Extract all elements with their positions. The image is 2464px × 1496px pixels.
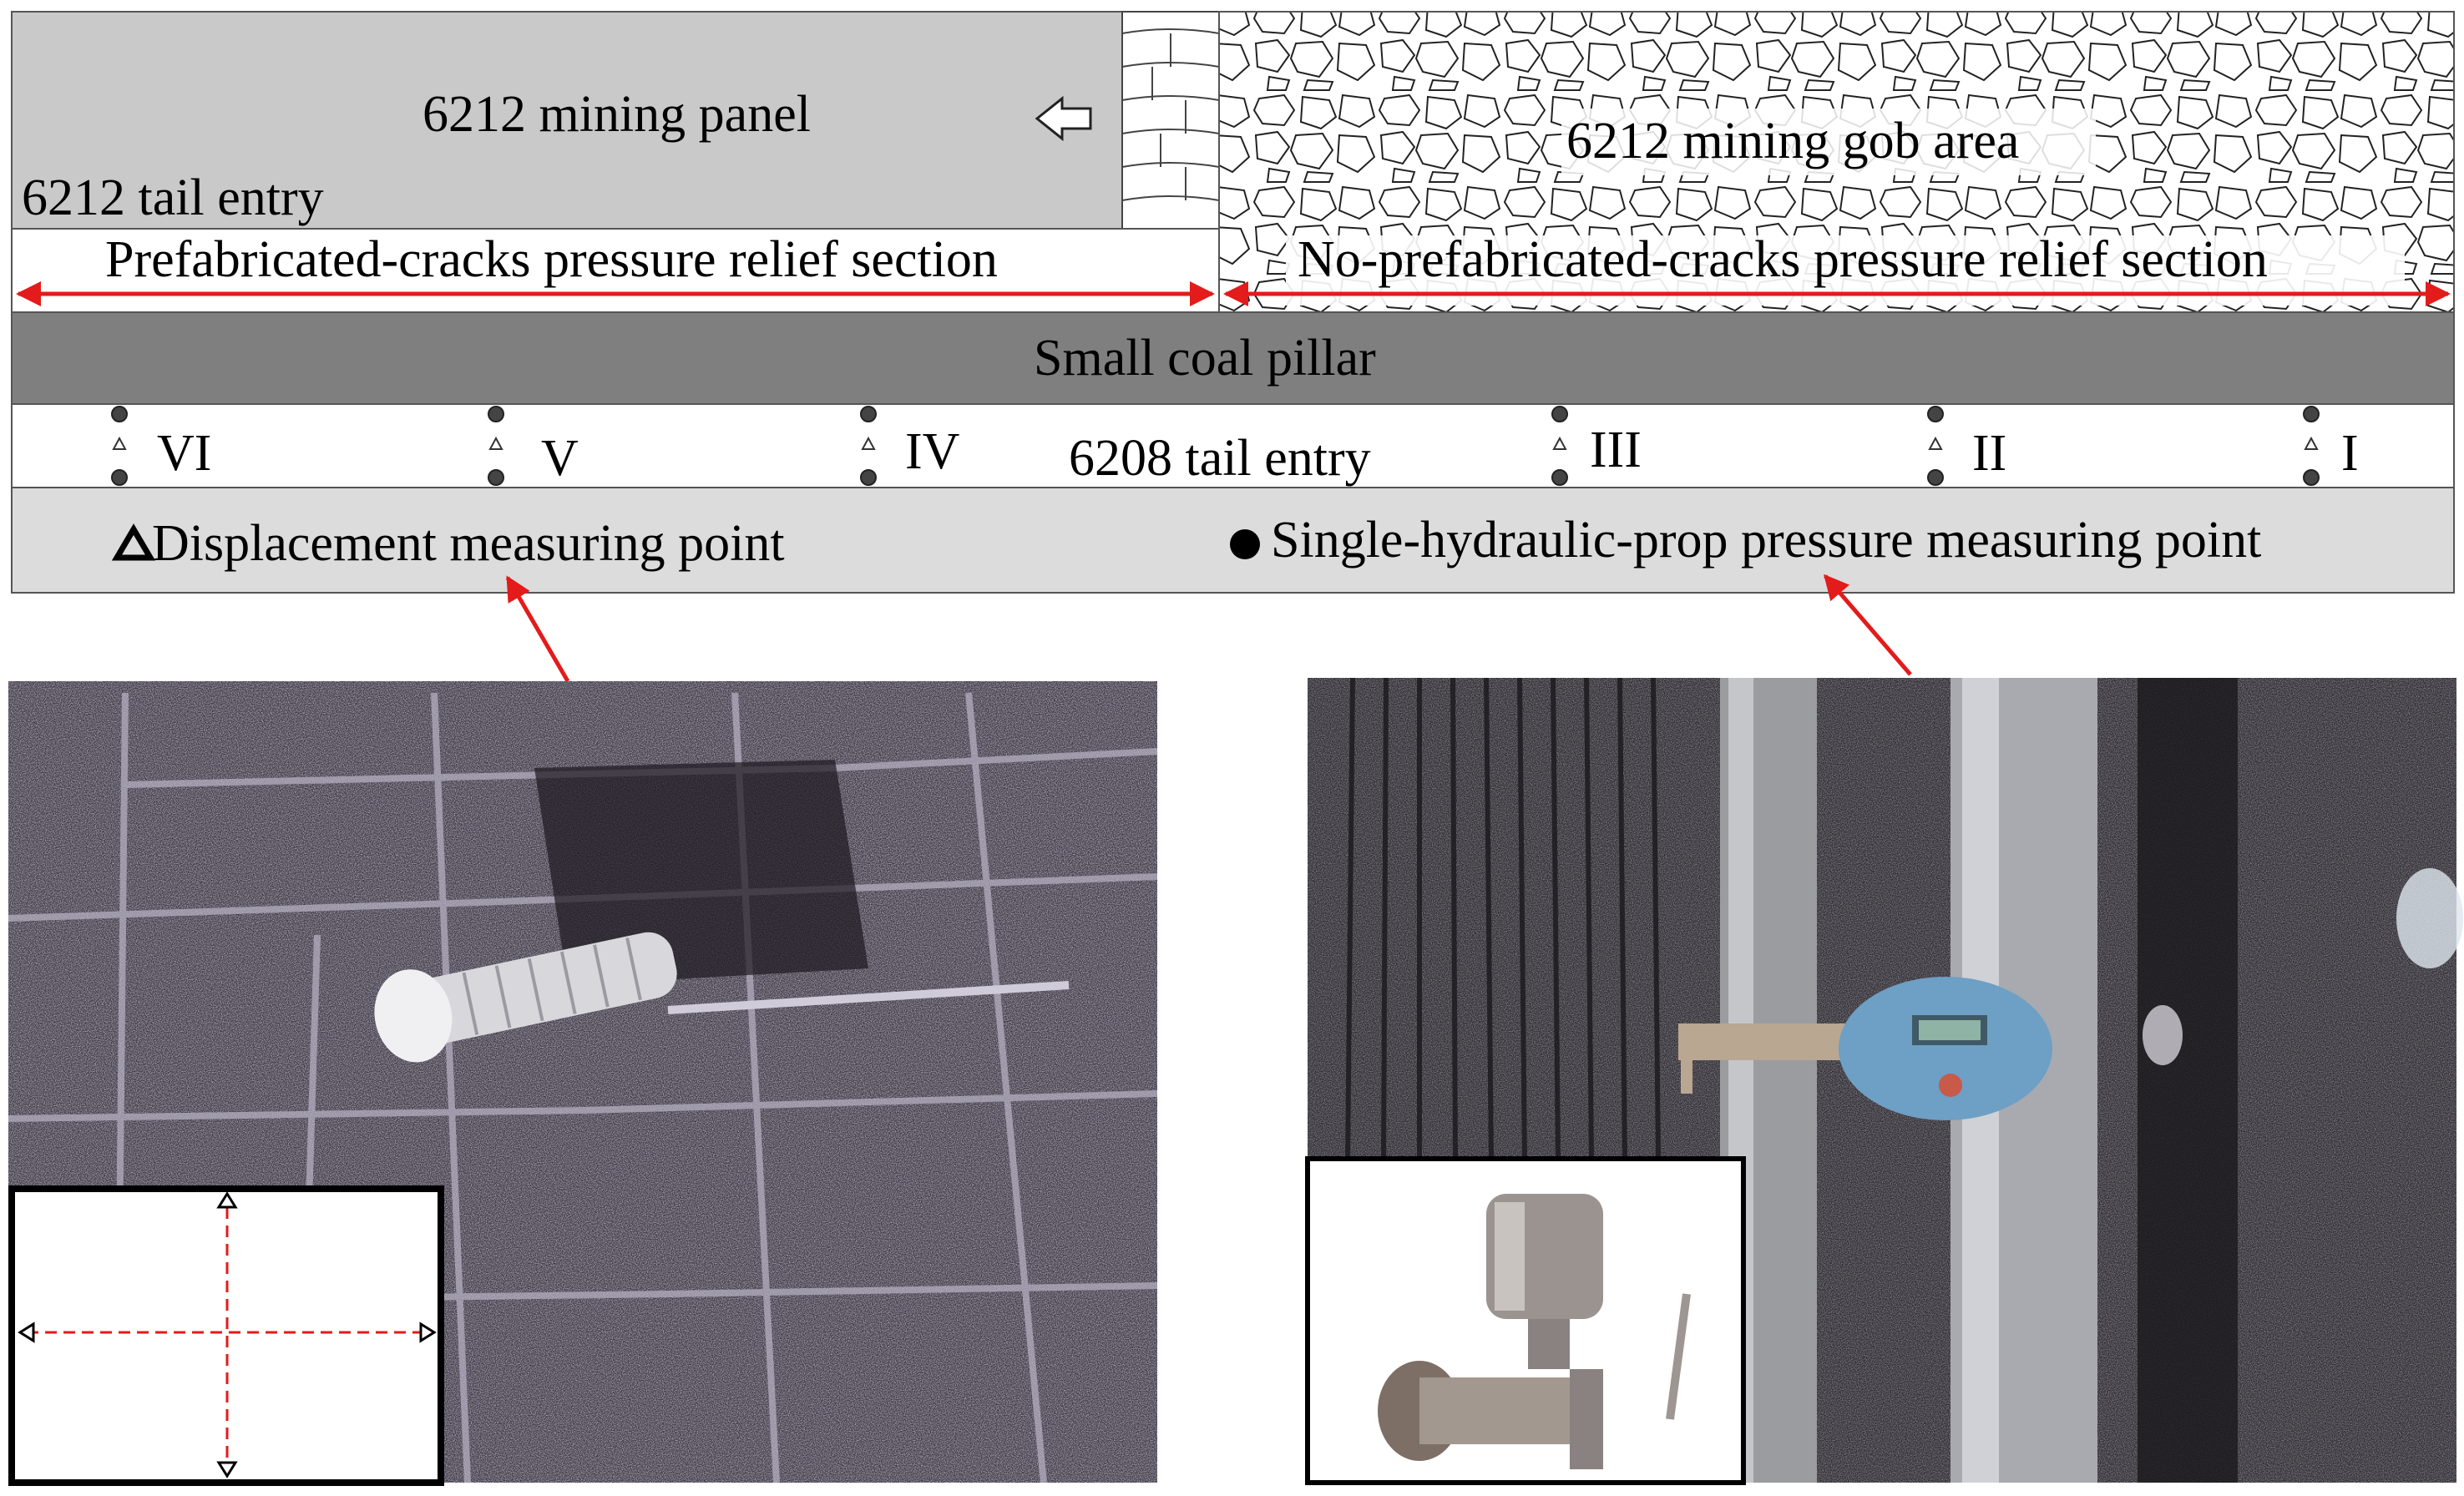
anchor-bolt (374, 932, 677, 1063)
displacement-point-marker (1928, 436, 1943, 450)
pressure-point-marker (488, 469, 504, 486)
tail-entry-6212-label: 6212 tail entry (22, 169, 324, 226)
pressure-inset-photo (1305, 1156, 1746, 1485)
displacement-inset-diagram (8, 1185, 444, 1486)
displacement-point-marker (112, 436, 127, 450)
displacement-point-marker (1552, 436, 1567, 450)
station-label: I (2341, 425, 2359, 482)
pressure-point-marker (1927, 406, 1944, 422)
station-label: VI (157, 425, 212, 482)
gob-area-label: 6212 mining gob area (1566, 113, 2020, 169)
pressure-legend-icon (1230, 529, 1260, 559)
pressure-point-marker (1927, 469, 1944, 486)
prefabricated-section-label: Prefabricated-cracks pressure relief sec… (105, 231, 998, 288)
pressure-point-marker (111, 469, 128, 486)
pressure-point-marker (111, 406, 128, 422)
displacement-point-marker (488, 436, 503, 450)
pressure-point-marker (2303, 469, 2320, 486)
small-coal-pillar-label: Small coal pillar (1034, 330, 1376, 387)
small-coal-pillar (11, 311, 2455, 405)
mining-panel-label: 6212 mining panel (422, 86, 811, 143)
no-prefabricated-section-label: No-prefabricated-cracks pressure relief … (1298, 231, 2268, 288)
mining-panel-area (11, 11, 1123, 230)
tail-entry-6208-label: 6208 tail entry (1069, 430, 1371, 487)
tail-entry-6208 (11, 403, 2455, 488)
pressure-pointer-arrow (1824, 574, 1912, 676)
pressure-point-marker (860, 469, 877, 486)
displacement-point-marker (2304, 436, 2319, 450)
pressure-gauge (1678, 977, 2052, 1120)
station-label: II (1972, 425, 2007, 482)
displacement-photo (8, 681, 1158, 1486)
station-label: IV (905, 423, 960, 480)
measuring-stations (111, 406, 2320, 486)
pressure-point-marker (1551, 406, 1568, 422)
displacement-legend-icon (111, 523, 156, 561)
advance-direction-arrow (1035, 95, 1092, 142)
station-label: V (541, 430, 579, 487)
pressure-point-marker (488, 406, 504, 422)
displacement-pointer-arrow (505, 575, 570, 683)
pressure-point-marker (860, 406, 877, 422)
station-label: III (1590, 422, 1642, 478)
displacement-legend-label: Displacement measuring point (152, 515, 785, 572)
pressure-photo (1305, 677, 2463, 1485)
pressure-point-marker (1551, 469, 1568, 486)
displacement-point-marker (861, 436, 876, 450)
support-bricks (1121, 28, 1220, 201)
pressure-point-marker (2303, 406, 2320, 422)
pressure-legend-label: Single-hydraulic-prop pressure measuring… (1271, 512, 2262, 569)
